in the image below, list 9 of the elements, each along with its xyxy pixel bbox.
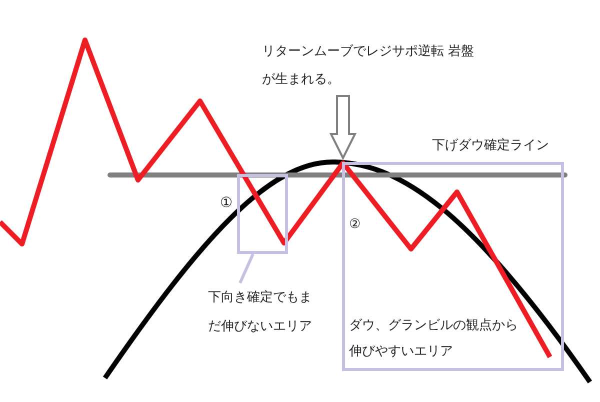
area-number: ②	[349, 216, 361, 234]
block-arrow	[329, 95, 357, 160]
line-label: 下げダウ確定ライン	[432, 137, 549, 154]
area-text: ダウ、グランビルの観点から伸びやすいエリア	[349, 317, 519, 361]
annotation-text: 下向き確定でもまだ伸びないエリア	[208, 284, 318, 342]
highlight-frame	[342, 162, 564, 371]
area-number: ①	[220, 195, 233, 211]
annotation-text: リターンムーブでレジサポ逆転 岩盤が生まれる。	[262, 38, 477, 94]
leader-line	[238, 253, 254, 284]
